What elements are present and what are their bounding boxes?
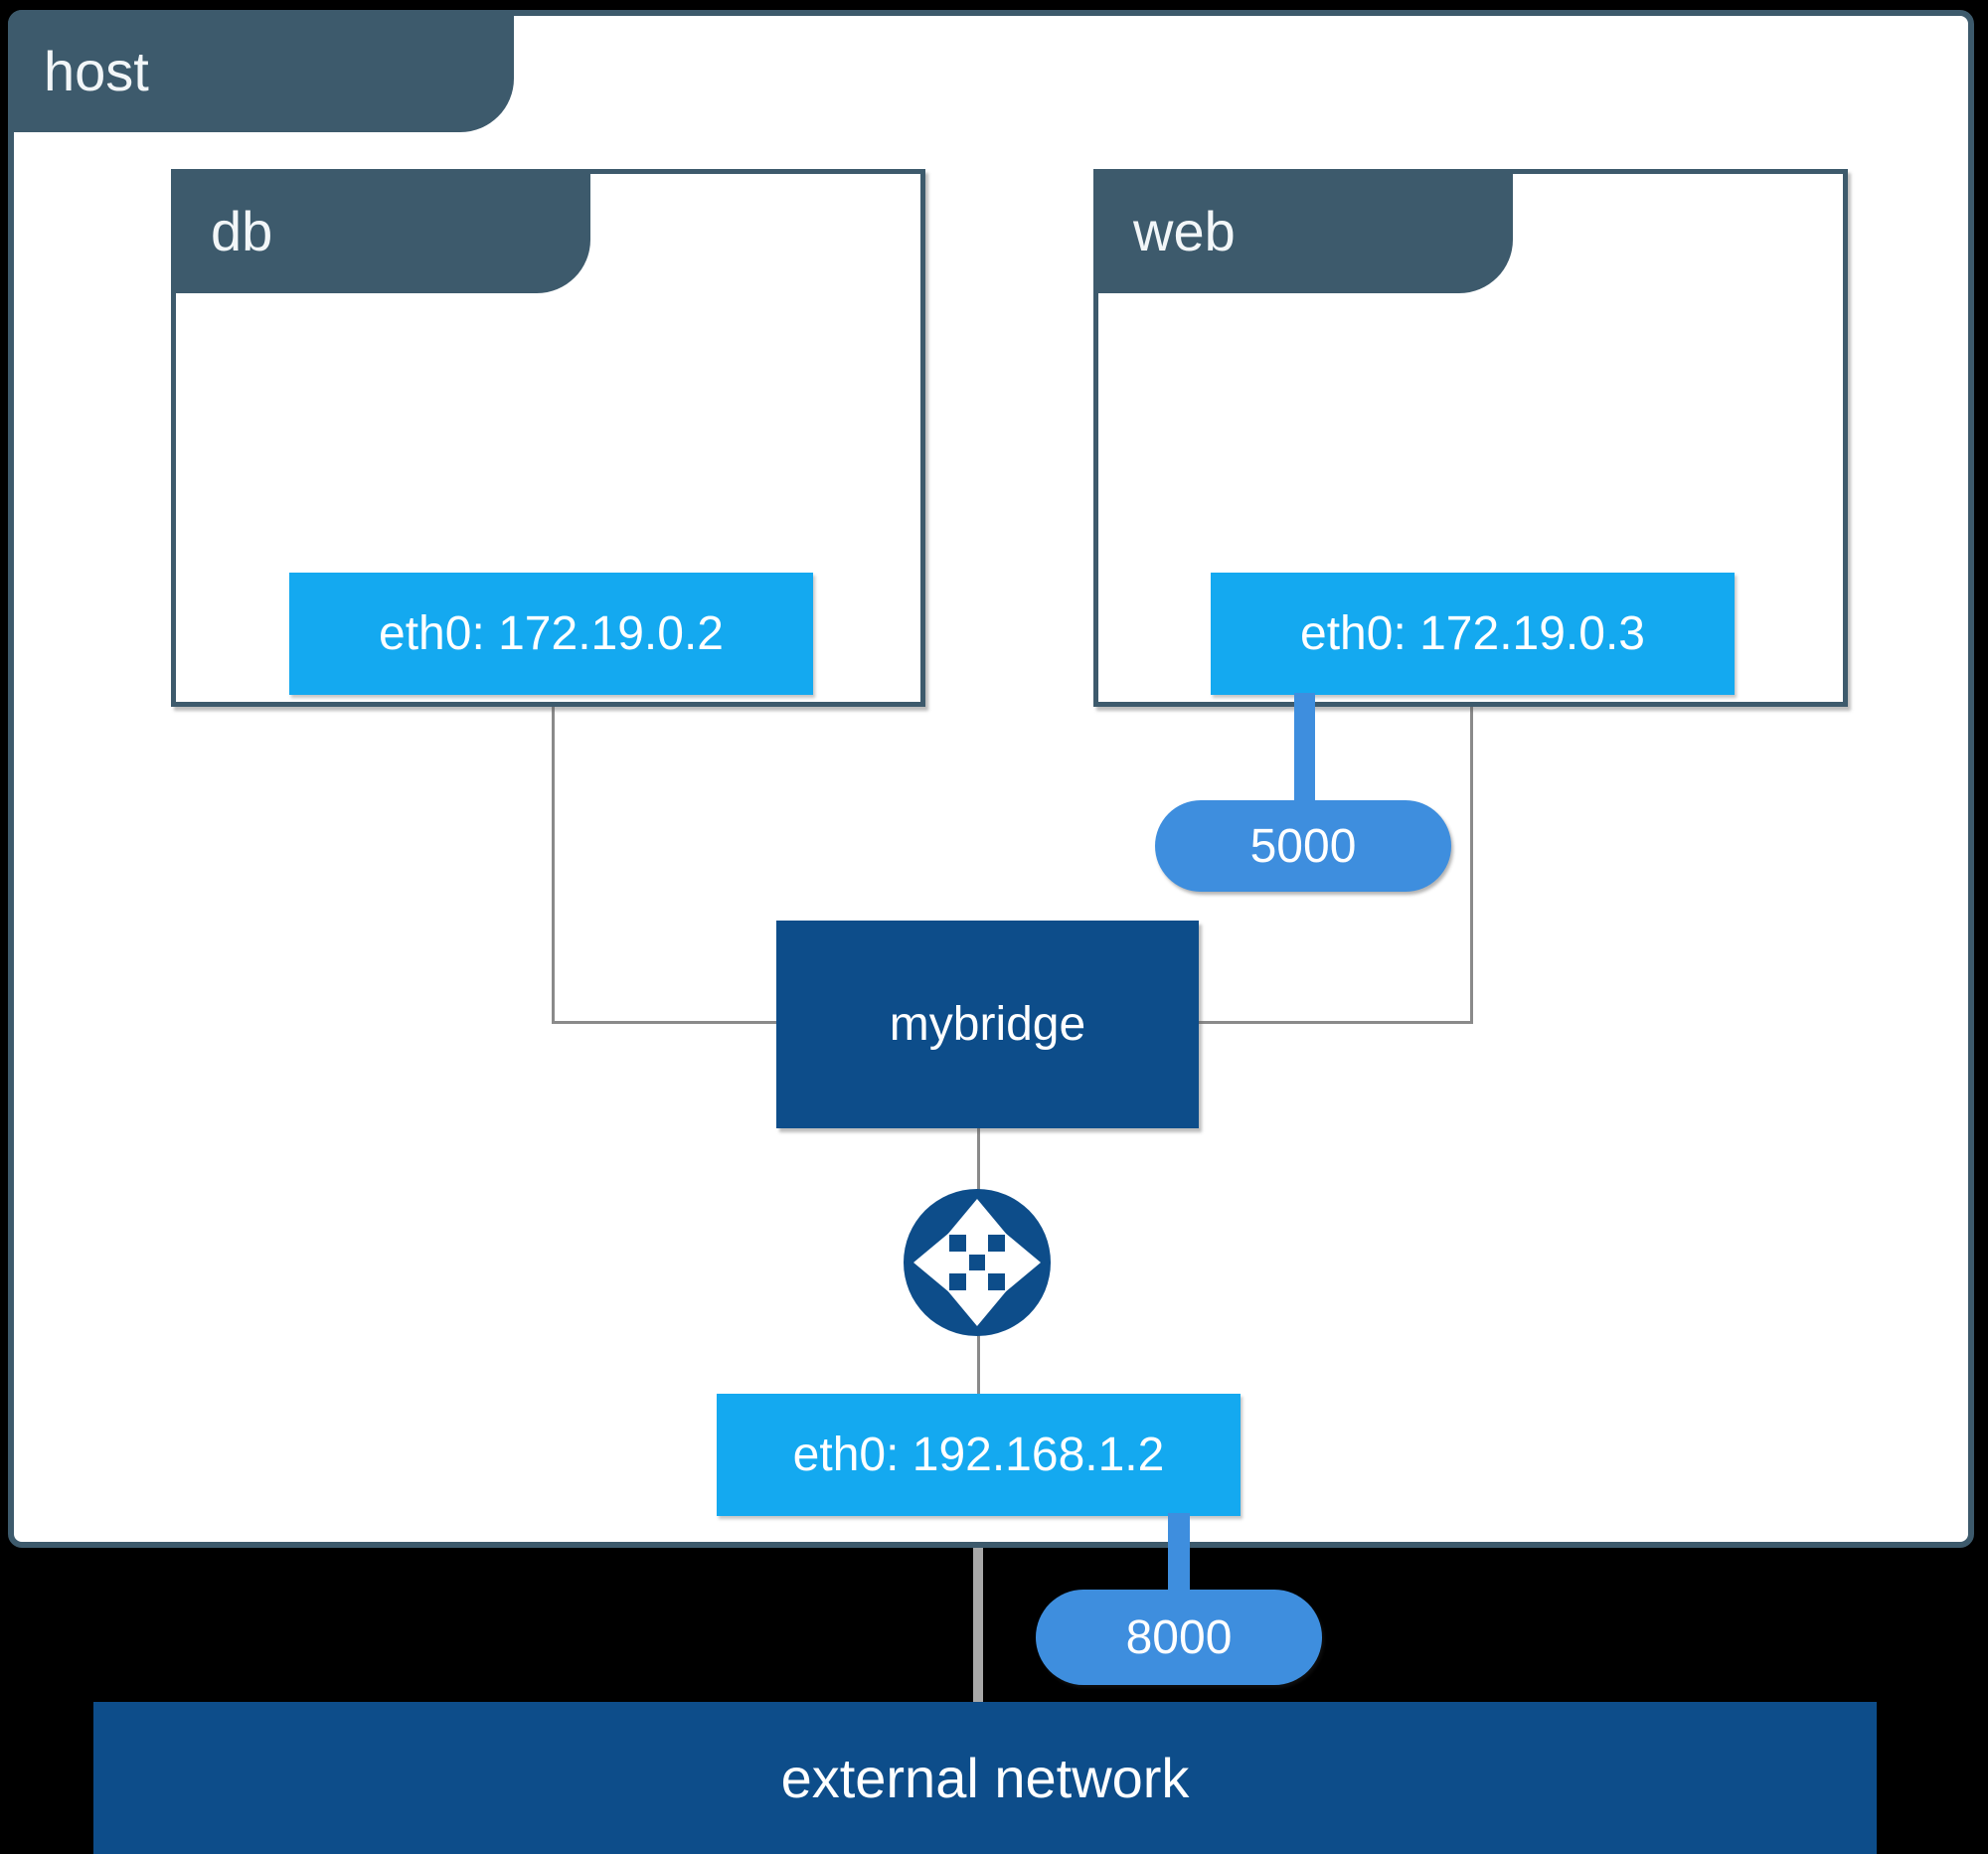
- db-eth0-text: eth0: 172.19.0.2: [379, 607, 724, 660]
- db-label-tab: db: [171, 169, 590, 293]
- host-eth0-text: eth0: 192.168.1.2: [792, 1429, 1165, 1481]
- bridge-label: mybridge: [889, 998, 1086, 1051]
- port-5000-text: 5000: [1249, 819, 1357, 873]
- db-label: db: [211, 200, 273, 262]
- bridge-node: mybridge: [776, 921, 1199, 1128]
- host-label-tab: host: [8, 10, 514, 132]
- web-eth0-text: eth0: 172.19.0.3: [1300, 607, 1645, 660]
- connector-host-to-external: [973, 1548, 983, 1703]
- container-node-db: db eth0: 172.19.0.2: [171, 169, 925, 707]
- connector-eth0-to-port-8000: [1168, 1513, 1190, 1595]
- router-icon: [904, 1189, 1051, 1336]
- port-8000-text: 8000: [1125, 1610, 1233, 1664]
- web-label-tab: web: [1093, 169, 1513, 293]
- web-label: web: [1133, 200, 1236, 262]
- connector-web-to-bridge: [1470, 707, 1473, 1023]
- port-badge-8000: 8000: [1036, 1590, 1322, 1685]
- host-label: host: [44, 40, 149, 102]
- container-node-web: web eth0: 172.19.0.3: [1093, 169, 1848, 707]
- connector-web-to-port-5000: [1294, 693, 1315, 805]
- connector-db-to-bridge: [552, 707, 555, 1023]
- db-eth0-interface: eth0: 172.19.0.2: [289, 573, 813, 695]
- external-network-label: external network: [780, 1747, 1190, 1809]
- external-network-bar: external network: [93, 1702, 1877, 1854]
- port-badge-5000: 5000: [1155, 800, 1451, 892]
- web-eth0-interface: eth0: 172.19.0.3: [1211, 573, 1735, 695]
- host-eth0-interface: eth0: 192.168.1.2: [717, 1394, 1241, 1516]
